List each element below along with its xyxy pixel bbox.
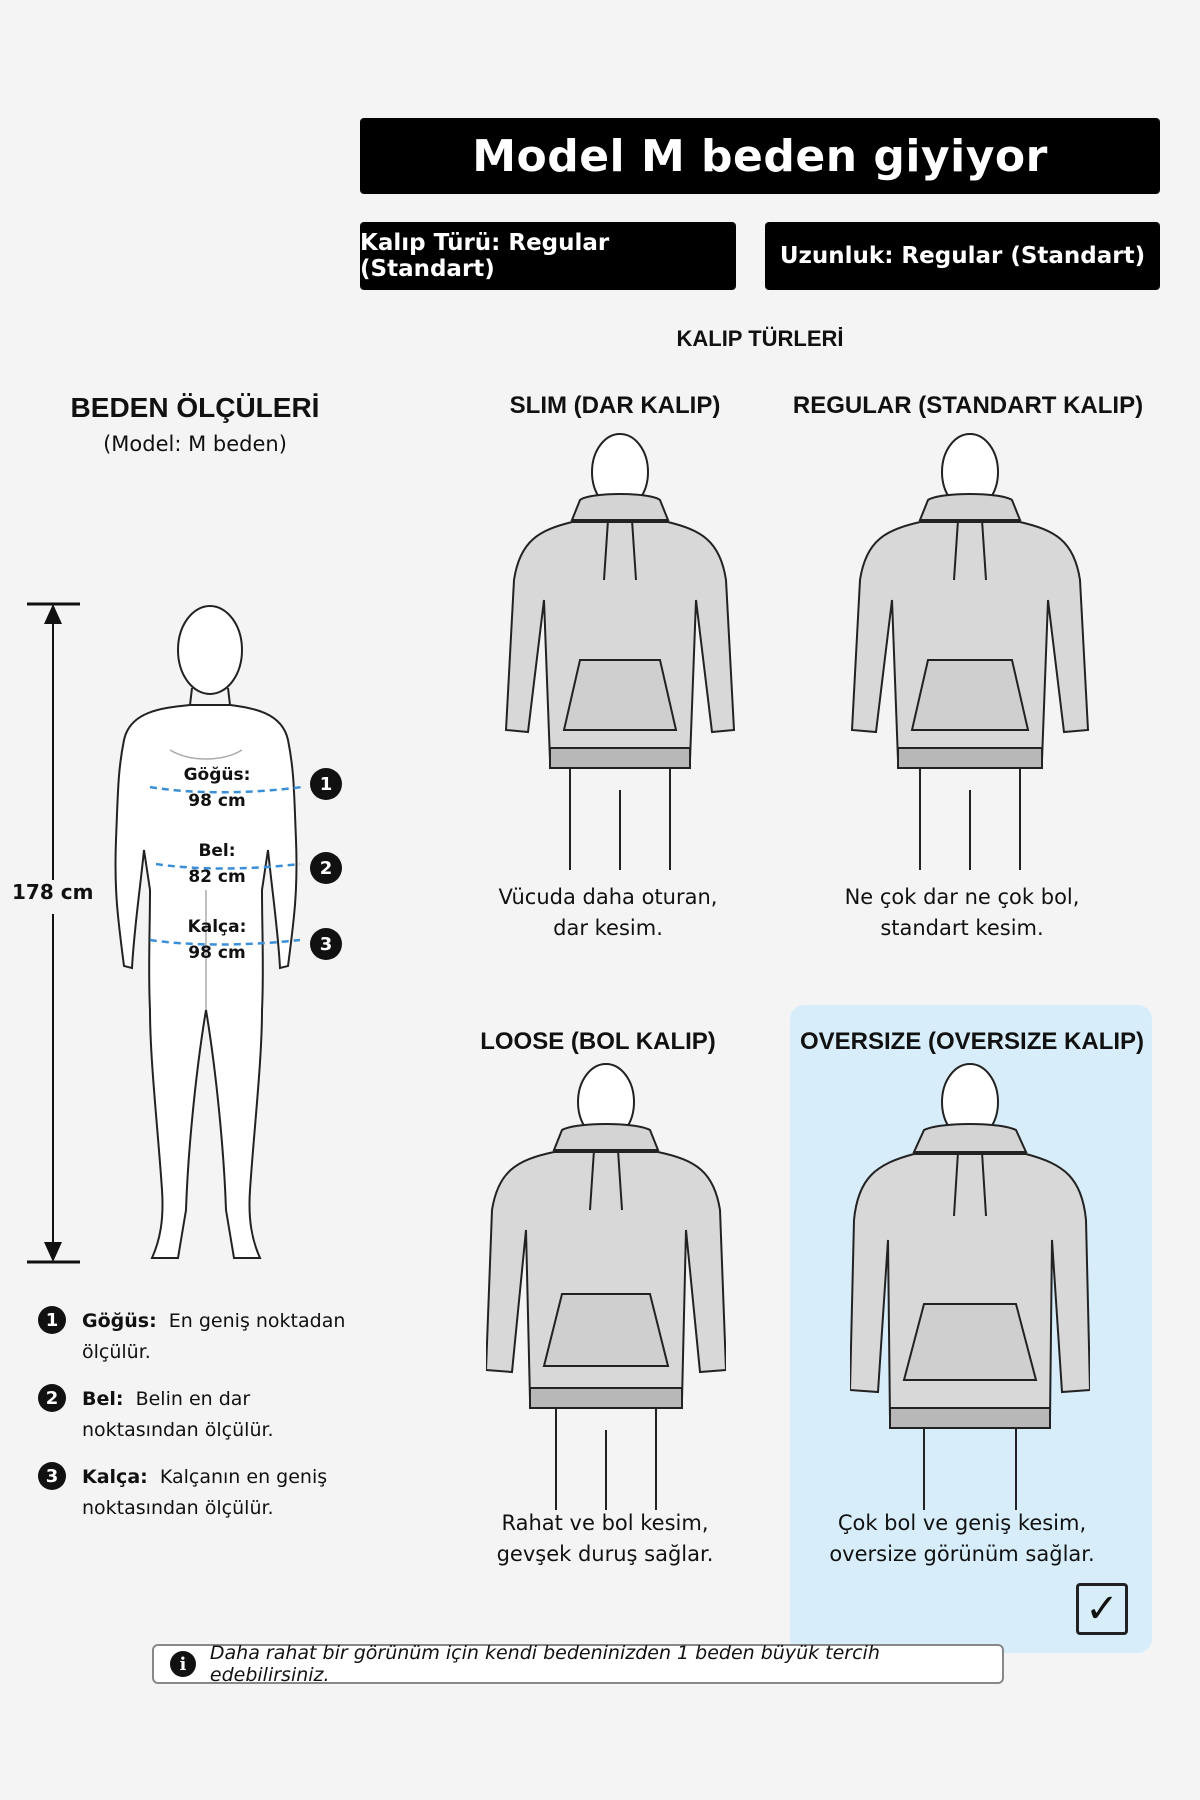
legend-term: Göğüs: <box>82 1310 157 1332</box>
fit-heading-oversize: OVERSIZE (OVERSIZE KALIP) <box>799 1028 1145 1055</box>
legend-item-hip: 3 Kalça: Kalçanın en geniş noktasından öl… <box>38 1462 327 1524</box>
fit-heading-regular: REGULAR (STANDART KALIP) <box>792 392 1144 419</box>
desc-line: gevşek duruş sağlar. <box>496 1542 714 1566</box>
desc-line: Çok bol ve geniş kesim, <box>837 1511 1087 1535</box>
size-recommendation-note: i Daha rahat bir görünüm için kendi bede… <box>152 1642 1004 1686</box>
chest-number-badge: 1 <box>310 768 342 800</box>
fit-type-badge: Kalıp Türü: Regular (Standart) <box>360 222 736 290</box>
desc-line: standart kesim. <box>880 916 1044 940</box>
legend-text: ölçülür. <box>82 1341 151 1363</box>
waist-value: 82 cm <box>188 867 246 887</box>
body-figure-illustration <box>10 602 303 1264</box>
slim-hoodie-illustration <box>504 433 736 870</box>
waist-label: Bel: <box>198 841 236 861</box>
legend-text: Belin en dar <box>135 1388 251 1410</box>
legend-item-waist: 2 Bel: Belin en dar noktasından ölçülür. <box>38 1384 274 1446</box>
hip-label: Kalça: <box>187 917 247 937</box>
body-measurements-subtitle: (Model: M beden) <box>103 432 287 456</box>
selected-checkmark-icon: ✓ <box>1076 1583 1128 1635</box>
note-text: Daha rahat bir görünüm için kendi bedeni… <box>209 1642 880 1686</box>
legend-item-chest: 1 Göğüs: En geniş noktadan ölçülür. <box>38 1306 345 1368</box>
legend-text: En geniş noktadan <box>168 1310 346 1332</box>
oversize-hoodie-illustration <box>850 1063 1090 1510</box>
legend-number: 3 <box>38 1462 66 1490</box>
chest-value: 98 cm <box>188 791 246 811</box>
fit-desc-slim: Vücuda daha oturan, dar kesim. <box>499 882 718 944</box>
fit-desc-oversize: Çok bol ve geniş kesim, oversize görünüm… <box>829 1508 1094 1570</box>
legend-number: 1 <box>38 1306 66 1334</box>
desc-line: Ne çok dar ne çok bol, <box>844 885 1080 909</box>
waist-measurement: Bel: 82 cm <box>188 838 245 890</box>
hip-number-badge: 3 <box>310 928 342 960</box>
regular-hoodie-illustration <box>850 433 1090 870</box>
body-measurements-title: BEDEN ÖLÇÜLERİ <box>70 392 320 423</box>
fit-types-title: KALIP TÜRLERİ <box>676 326 844 351</box>
legend-number: 2 <box>38 1384 66 1412</box>
hip-measurement: Kalça: 98 cm <box>188 914 247 966</box>
loose-hoodie-illustration <box>486 1063 726 1510</box>
fit-desc-regular: Ne çok dar ne çok bol, standart kesim. <box>845 882 1080 944</box>
chest-label: Göğüs: <box>183 765 251 785</box>
legend-term: Kalça: <box>82 1466 148 1488</box>
info-icon: i <box>170 1651 196 1677</box>
desc-line: oversize görünüm sağlar. <box>829 1542 1095 1566</box>
desc-line: Vücuda daha oturan, <box>498 885 718 909</box>
desc-line: dar kesim. <box>553 916 663 940</box>
height-value: 178 cm <box>12 880 94 904</box>
fit-desc-loose: Rahat ve bol kesim, gevşek duruş sağlar. <box>497 1508 714 1570</box>
waist-number-badge: 2 <box>310 852 342 884</box>
chest-measurement: Göğüs: 98 cm <box>184 762 251 814</box>
legend-text: Kalçanın en geniş <box>159 1466 328 1488</box>
legend-term: Bel: <box>82 1388 124 1410</box>
fit-heading-slim: SLIM (DAR KALIP) <box>509 392 721 419</box>
desc-line: Rahat ve bol kesim, <box>501 1511 709 1535</box>
page-title: Model M beden giyiyor <box>360 118 1160 194</box>
hip-value: 98 cm <box>188 943 246 963</box>
fit-heading-loose: LOOSE (BOL KALIP) <box>480 1028 716 1055</box>
legend-text: noktasından ölçülür. <box>82 1497 274 1519</box>
legend-text: noktasından ölçülür. <box>82 1419 274 1441</box>
length-badge: Uzunluk: Regular (Standart) <box>765 222 1160 290</box>
